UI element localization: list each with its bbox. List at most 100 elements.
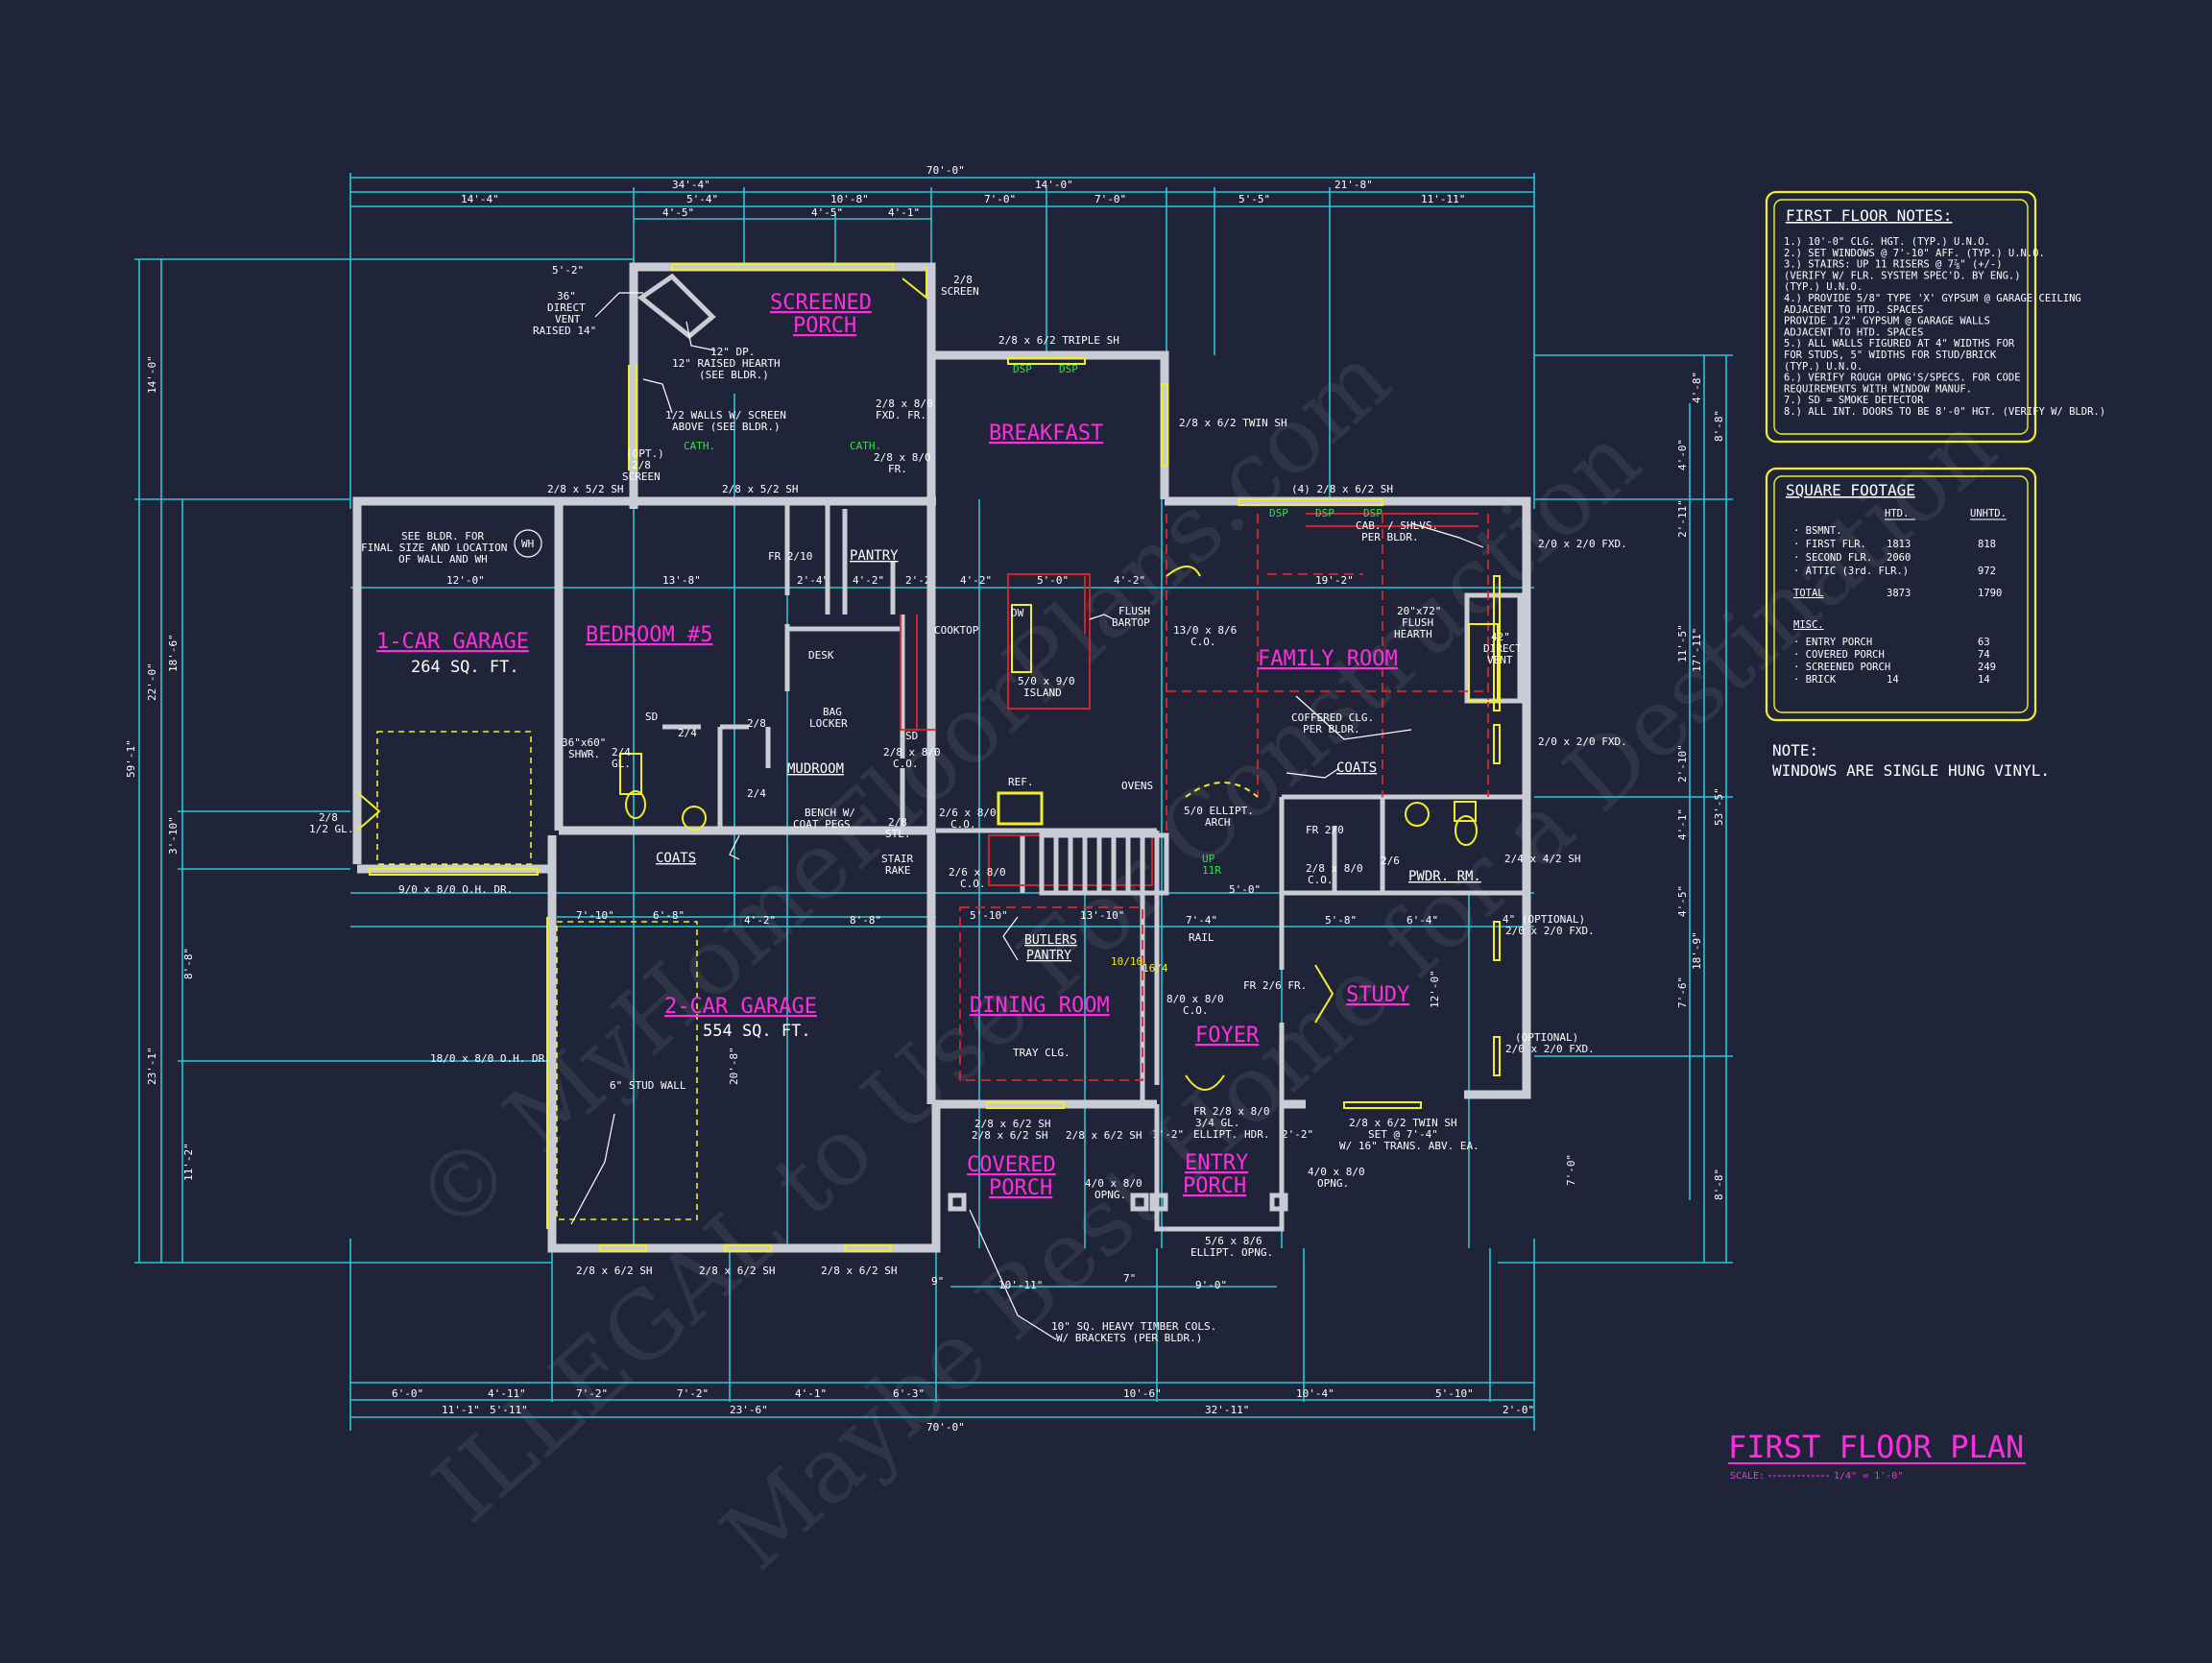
room-butlers-2: PANTRY xyxy=(1026,949,1071,963)
dim-int-11: 4'-2" xyxy=(744,914,776,927)
floor-notes-title: FIRST FLOOR NOTES: xyxy=(1786,206,1952,225)
dim-right-1c: 17'-11" xyxy=(1691,628,1703,672)
dim-top-total: 70'-0" xyxy=(926,164,965,177)
lbl-bag-2: LOCKER xyxy=(809,717,848,730)
lbl-gl24-2: GL. xyxy=(612,758,631,770)
sqft-row-htd: 1813 xyxy=(1887,539,1911,550)
lbl-fr-1: 2/8 x 8/0 xyxy=(874,451,931,464)
dim-bot-1e: 4'-1" xyxy=(795,1387,827,1400)
room-garage-1: 1-CAR GARAGE xyxy=(376,630,529,654)
sqft-misc-unhtd: 63 xyxy=(1978,637,1990,648)
lbl-d1010: 10/10 xyxy=(1111,955,1142,968)
lbl-co28-2: C.O. xyxy=(893,758,919,770)
square-footage-panel: SQUARE FOOTAGE HTD. UNHTD. · BSMNT.· FIR… xyxy=(1765,467,2037,722)
lbl-gar-sh-a: 2/8 x 6/2 SH xyxy=(576,1265,652,1277)
lbl-co810-2: C.O. xyxy=(1183,1004,1209,1017)
dim-right-total: 53'-5" xyxy=(1713,787,1725,826)
lbl-dw: DW xyxy=(1011,607,1024,619)
lbl-flhearth-2: FLUSH xyxy=(1402,616,1433,629)
lbl-ellipt-opng-2: ELLIPT. OPNG. xyxy=(1190,1246,1273,1259)
dim-bot-2d: 32'-11" xyxy=(1205,1404,1249,1416)
plan-scale-value: 1/4" = 1'-0" xyxy=(1834,1471,1903,1482)
dim-bot-1b: 4'-11" xyxy=(488,1387,526,1400)
dim-bot-2a: 11'-1" xyxy=(442,1404,480,1416)
sqft-misc-unhtd: 74 xyxy=(1978,649,1990,661)
sqft-row-label: · ATTIC (3rd. FLR.) xyxy=(1793,566,1909,577)
lbl-dsp-4: DSP xyxy=(1315,507,1334,519)
lbl-flhearth-1: 20"x72" xyxy=(1397,605,1441,617)
floor-note-line: (TYP.) U.N.O. xyxy=(1784,281,1863,293)
floor-note-line: 1.) 10'-0" CLG. HGT. (TYP.) U.N.O. xyxy=(1784,236,1990,248)
dim-left-2d: 3'-10" xyxy=(167,816,180,855)
dim-left-1b: 22'-0" xyxy=(146,663,158,701)
lbl-optscreen-3: SCREEN xyxy=(622,470,661,483)
floor-notes-list: 1.) 10'-0" CLG. HGT. (TYP.) U.N.O.2.) SE… xyxy=(1784,236,2105,418)
floor-notes-panel: FIRST FLOOR NOTES: 1.) 10'-0" CLG. HGT. … xyxy=(1765,190,2105,444)
floor-note-line: 5.) ALL WALLS FIGURED AT 4" WIDTHS FOR xyxy=(1784,338,2015,349)
lbl-frellipt-3: ELLIPT. HDR. xyxy=(1193,1128,1269,1141)
dim-bot-2c: 23'-6" xyxy=(730,1404,768,1416)
lbl-dv-2: DIRECT xyxy=(547,301,586,314)
dim-int-3: 2'-4" xyxy=(797,574,829,587)
room-garage-1-sqft: 264 SQ. FT. xyxy=(411,658,519,677)
room-labels: SCREENED PORCH BREAKFAST 1-CAR GARAGE 26… xyxy=(376,291,1481,1200)
dim-top-1a: 34'-4" xyxy=(672,179,710,191)
lbl-co26-1: 2/6 x 8/0 xyxy=(939,807,997,819)
lbl-fr210: FR 2/10 xyxy=(768,550,812,563)
dim-bot-1f: 6'-3" xyxy=(893,1387,925,1400)
dim-bot-1i: 5'-10" xyxy=(1435,1387,1474,1400)
lbl-island-2: ISLAND xyxy=(1023,687,1062,699)
floor-note-line: 7.) SD = SMOKE DETECTOR xyxy=(1784,395,1924,406)
room-coats-b: COATS xyxy=(1336,760,1377,776)
lbl-bench-1: BENCH W/ xyxy=(805,807,855,819)
lbl-win-62sh-e: 2/8 x 6/2 SH xyxy=(1066,1129,1142,1142)
dim-int-9: 19'-2" xyxy=(1315,574,1354,587)
lbl-bldr-wh-2: FINAL SIZE AND LOCATION xyxy=(361,542,507,554)
dim-int-12: 8'-8" xyxy=(850,914,881,927)
lbl-twinset-2: SET @ 7'-4" xyxy=(1368,1128,1438,1141)
sqft-misc-label: · ENTRY PORCH xyxy=(1793,637,1872,648)
lbl-bartop-2: BARTOP xyxy=(1112,616,1150,629)
dim-int-4: 4'-2" xyxy=(853,574,884,587)
room-covered-porch-2: PORCH xyxy=(989,1176,1052,1200)
dim-int-23: 7'-10" xyxy=(576,909,614,922)
floor-note-line: 4.) PROVIDE 5/8" TYPE 'X' GYPSUM @ GARAG… xyxy=(1784,293,2081,304)
room-garage-2-sqft: 554 SQ. FT. xyxy=(703,1022,811,1041)
lbl-stl-1: 2/8 xyxy=(888,816,907,829)
lbl-bartop-1: FLUSH xyxy=(1118,605,1150,617)
lbl-fr-2: FR. xyxy=(888,463,907,475)
dim-top-2e: 7'-0" xyxy=(1094,193,1126,205)
sqft-total-label: TOTAL xyxy=(1793,588,1824,599)
floor-note-line: 3.) STAIRS: UP 11 RISERS @ 7⅞" (+/-) xyxy=(1784,259,2003,271)
dim-int-10: 5'-0" xyxy=(1229,883,1261,896)
dim-right-1d: 18'-9" xyxy=(1691,931,1703,970)
floor-note-line: PROVIDE 1/2" GYPSUM @ GARAGE WALLS xyxy=(1784,316,1990,327)
lbl-co28-1: 2/8 x 8/0 xyxy=(883,746,941,759)
dim-top-3b: 4'-5" xyxy=(811,206,843,219)
dimension-text: 70'-0" 34'-4" 14'-0" 21'-8" 14'-4" 5'-4"… xyxy=(125,164,1725,1434)
sqft-col-unhtd: UNHTD. xyxy=(1970,508,2007,519)
floor-note-line: 2.) SET WINDOWS @ 7'-10" AFF. (TYP.) U.N… xyxy=(1784,248,2045,259)
lbl-dv42-1: 42" xyxy=(1491,631,1510,643)
lbl-cooktop: COOKTOP xyxy=(934,624,979,637)
dim-right-2f: 4'-5" xyxy=(1676,885,1689,917)
lbl-frellipt-2: 3/4 GL. xyxy=(1195,1117,1239,1129)
lbl-dsp-1: DSP xyxy=(1013,363,1032,375)
floor-note-line: ADJACENT TO HTD. SPACES xyxy=(1784,304,1923,316)
dim-top-2c: 10'-8" xyxy=(830,193,869,205)
room-screened-porch-2: PORCH xyxy=(793,314,856,338)
lbl-halfwall-1: 1/2 WALLS W/ SCREEN xyxy=(665,409,786,422)
floor-note-line: 8.) ALL INT. DOORS TO BE 8'-0" HGT. (VER… xyxy=(1784,406,2105,418)
lbl-ellipt-arch-2: ARCH xyxy=(1205,816,1231,829)
stair xyxy=(1039,832,1169,896)
lbl-opng-b-1: 4/0 x 8/0 xyxy=(1308,1166,1365,1178)
lbl-tray: TRAY CLG. xyxy=(1013,1047,1070,1059)
sqft-row-unhtd: 972 xyxy=(1978,566,1996,577)
room-dining: DINING ROOM xyxy=(970,994,1110,1018)
dim-int-21: 9'-0" xyxy=(1195,1279,1227,1291)
sqft-total-htd: 3873 xyxy=(1887,588,1911,599)
dim-bot-2e: 2'-0" xyxy=(1503,1404,1534,1416)
lbl-co26b-1: 2/6 x 8/0 xyxy=(949,866,1006,879)
lbl-win-62sh-d: 2/8 x 6/2 SH xyxy=(972,1129,1047,1142)
lbl-shwr-2: SHWR. xyxy=(568,748,600,760)
